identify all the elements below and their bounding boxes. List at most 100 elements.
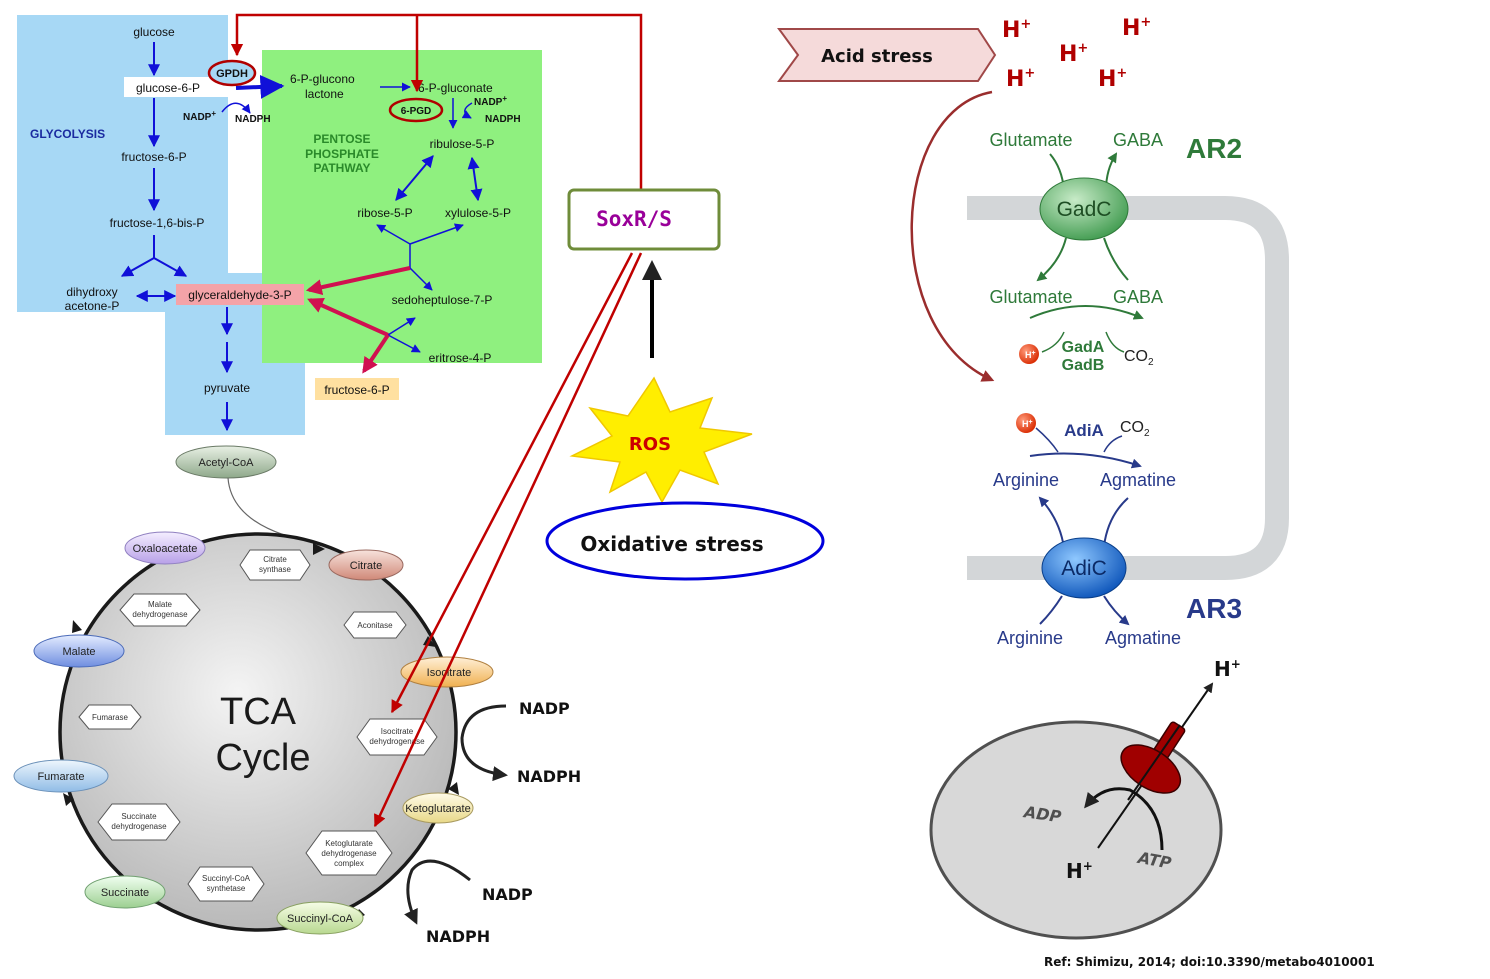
oxaloacetate-label: Oxaloacetate	[133, 543, 198, 555]
enzyme-fumarase: Fumarase	[78, 704, 142, 730]
adic-agmatine-export-arrow	[1103, 595, 1130, 626]
gad-proton-consume	[1041, 331, 1065, 353]
xylulose-label: xylulose-5-P	[445, 206, 511, 220]
succinate-label: Succinate	[101, 887, 149, 899]
ar3-arginine-in: Arginine	[993, 470, 1059, 490]
ppp-f6p-box	[315, 378, 399, 400]
ar3-agmatine-in: Agmatine	[1100, 470, 1176, 490]
ppp-title-line2: PHOSPHATE	[305, 147, 379, 161]
dihydroxy-label-line1: dihydroxy	[66, 285, 117, 299]
soxrs-label: SoxR/S	[596, 207, 672, 231]
succinate-node	[84, 875, 166, 909]
ribose-label: ribose-5-P	[357, 206, 412, 220]
gpdh-nadp-label: NADP+	[183, 109, 216, 123]
gpdh-circle	[207, 59, 257, 87]
enzyme-succinate-dehydrogenase: Succinate dehydrogenase	[97, 803, 181, 841]
svg-text:Malate: Malate	[148, 600, 173, 609]
svg-text:Ketoglutarate: Ketoglutarate	[325, 839, 373, 848]
idh-nadp-label: NADP	[519, 699, 570, 718]
acid-influx-arrow	[910, 90, 995, 382]
cell-membrane	[967, 196, 1289, 580]
tk1-junction-to-ribose	[376, 224, 411, 245]
arrow-tk2-f6p-magenta	[362, 333, 390, 374]
arrow-junction-g3p-magenta	[305, 266, 411, 296]
tca-ring	[58, 532, 458, 932]
acetylcoa-node	[175, 445, 277, 479]
svg-text:complex: complex	[334, 859, 364, 868]
dihydroxy-label-line2: acetone-P	[65, 299, 120, 313]
g3p-box	[176, 284, 304, 305]
acid-stress-banner	[777, 28, 997, 82]
malate-node	[33, 634, 125, 668]
gadc-transporter	[1039, 177, 1129, 241]
ar2-gaba-in: GABA	[1113, 287, 1163, 307]
g3p-label: glyceraldehyde-3-P	[188, 288, 291, 302]
proton-2: H+	[1122, 15, 1151, 41]
adia-co2-release	[1103, 435, 1123, 453]
svg-text:Aconitase: Aconitase	[357, 621, 393, 630]
eritrose-label: eritrose-4-P	[429, 351, 492, 365]
kgdh-nadp-label: NADP	[482, 885, 533, 904]
citrate-node	[328, 549, 404, 581]
gad-proton-text: H+	[1025, 350, 1036, 360]
oxaloacetate-node	[124, 531, 206, 565]
svg-text:Citrate: Citrate	[263, 555, 287, 564]
ketoglutarate-node	[402, 792, 474, 824]
arrow-nadp-gpdh	[221, 102, 251, 114]
ppp-title-line3: PATHWAY	[313, 161, 370, 175]
svg-text:Isocitrate: Isocitrate	[381, 727, 414, 736]
tk2-to-eritrose	[387, 334, 421, 353]
ar3-agmatine-out: Agmatine	[1105, 628, 1181, 648]
glucose-label: glucose	[133, 25, 175, 39]
svg-text:synthase: synthase	[259, 565, 292, 574]
enzyme-malate-dehydrogenase: Malate dehydrogenase	[119, 593, 201, 627]
malate-label: Malate	[62, 646, 95, 658]
gad-co2-label: CO2	[1124, 348, 1154, 368]
gadc-glutamate-in-arrow	[1036, 237, 1067, 282]
arrow-split-dhap	[120, 257, 155, 277]
arrow-ribulose-xylulose	[467, 156, 483, 202]
glycolysis-background	[17, 15, 305, 435]
arrow-tk2-g3p-magenta	[307, 297, 389, 337]
acetylcoa-label: Acetyl-CoA	[198, 457, 254, 469]
fumarate-node	[13, 759, 109, 793]
glucose-6-p-label: glucose-6-P	[136, 81, 200, 95]
svg-text:dehydrogenase: dehydrogenase	[369, 737, 425, 746]
6pgd-circle	[388, 97, 444, 123]
fructose-16-bis-p-label: fructose-1,6-bis-P	[110, 216, 205, 230]
ribulose-label: ribulose-5-P	[430, 137, 495, 151]
6pgd-nadph-label: NADPH	[485, 114, 521, 125]
pyruvate-label: pyruvate	[204, 381, 250, 395]
svg-text:Fumarase: Fumarase	[92, 713, 129, 722]
arrow-g6p-gluconolactone	[235, 74, 285, 99]
tca-title-line2: Cycle	[215, 737, 310, 779]
svg-text:dehydrogenase: dehydrogenase	[111, 822, 167, 831]
gada-label: GadA	[1062, 339, 1105, 356]
adic-arginine-import-arrow	[1038, 496, 1065, 549]
pump-proton-out: H+	[1214, 657, 1241, 681]
ar3-arginine-out: Arginine	[997, 628, 1063, 648]
gluconolactone-line2: lactone	[305, 87, 344, 101]
idh-nadp-arrow	[460, 704, 508, 782]
arrow-ribulose-ribose	[395, 155, 434, 201]
enzyme-citrate-synthase: Citrate synthase	[239, 549, 311, 581]
svg-text:dehydrogenase: dehydrogenase	[132, 610, 188, 619]
fructose-6-p-label: fructose-6-P	[121, 150, 186, 164]
succinylcoa-label: Succinyl-CoA	[287, 913, 354, 925]
adia-co2-label: CO2	[1120, 419, 1150, 439]
atpase-cell	[929, 720, 1223, 940]
adia-proton-icon	[1016, 413, 1036, 433]
enzyme-isocitrate-dehydrogenase: Isocitrate dehydrogenase	[356, 718, 438, 756]
enzyme-aconitase: Aconitase	[343, 611, 407, 639]
svg-text:Succinate: Succinate	[121, 812, 157, 821]
ar2-gaba-out: GABA	[1113, 130, 1163, 150]
gluconolactone-line1: 6-P-glucono	[290, 72, 355, 86]
ar3-label: AR3	[1186, 593, 1242, 624]
ar2-label: AR2	[1186, 133, 1242, 164]
ketoglutarate-label: Ketoglutarate	[405, 803, 470, 815]
gluconate-label: 6-P-gluconate	[418, 81, 493, 95]
tk1-junction-to-sedo	[409, 267, 433, 291]
proton-path-through-pump	[1127, 724, 1181, 801]
enzyme-ketoglutarate-dehydrogenase-complex: Ketoglutarate dehydrogenase complex	[305, 830, 393, 876]
